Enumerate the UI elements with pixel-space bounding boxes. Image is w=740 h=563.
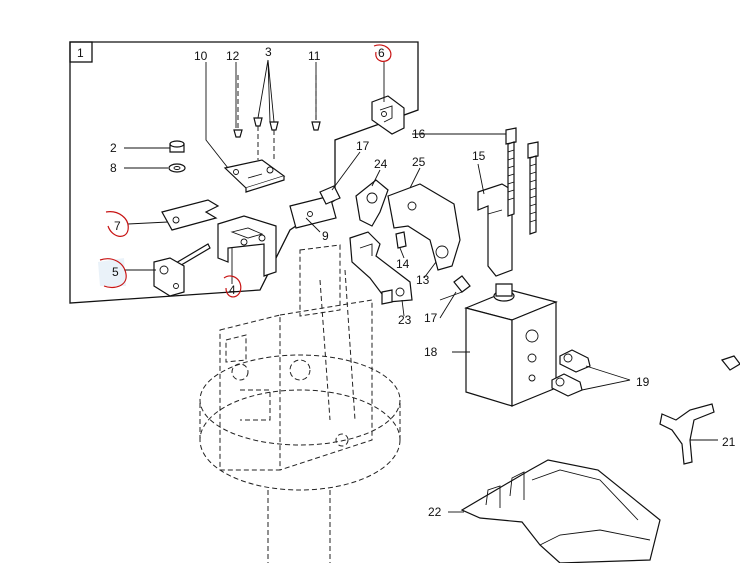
part-18-cylinder-block bbox=[464, 283, 558, 407]
part-6-block bbox=[371, 95, 405, 135]
part-23-bracket bbox=[349, 231, 413, 305]
callout-11: 11 bbox=[308, 49, 321, 63]
callout-3: 3 bbox=[265, 45, 272, 59]
callout-18: 18 bbox=[424, 345, 438, 359]
callout-13: 13 bbox=[416, 273, 430, 287]
callout-25: 25 bbox=[412, 155, 426, 169]
callout-17-upper: 17 bbox=[356, 139, 370, 153]
handwritten-markup bbox=[98, 44, 392, 298]
group-number-label: 1 bbox=[77, 46, 84, 60]
callout-12: 12 bbox=[226, 49, 240, 63]
part-9-plate bbox=[289, 195, 337, 229]
part-22-cover bbox=[460, 459, 661, 563]
callout-19: 19 bbox=[636, 375, 650, 389]
callout-8: 8 bbox=[110, 161, 117, 175]
part-16-long-bolts bbox=[505, 127, 539, 235]
part-5-shaft bbox=[153, 243, 211, 297]
callout-5: 5 bbox=[112, 265, 119, 279]
part-10-mount-plate bbox=[223, 159, 286, 193]
callout-6: 6 bbox=[378, 46, 385, 60]
machine-base-phantom bbox=[199, 244, 401, 563]
callout-4: 4 bbox=[229, 283, 236, 297]
callout-15: 15 bbox=[472, 149, 486, 163]
callout-24: 24 bbox=[374, 157, 388, 171]
callout-21: 21 bbox=[722, 435, 736, 449]
small-screws bbox=[233, 75, 321, 160]
callout-10: 10 bbox=[194, 49, 208, 63]
callout-22: 22 bbox=[428, 505, 442, 519]
callout-labels: 10 12 3 11 6 2 8 7 5 4 9 17 24 25 16 15 … bbox=[110, 45, 736, 519]
callout-14: 14 bbox=[396, 257, 410, 271]
part-2-8-screw-washer bbox=[168, 140, 186, 173]
part-17-pins bbox=[319, 185, 471, 301]
part-7-flat-plate bbox=[161, 199, 220, 231]
callout-7: 7 bbox=[114, 219, 121, 233]
part-24-25-linkage bbox=[355, 179, 461, 271]
callout-23: 23 bbox=[398, 313, 412, 327]
part-4-bracket bbox=[217, 215, 277, 277]
callout-9: 9 bbox=[322, 229, 329, 243]
callout-16: 16 bbox=[412, 127, 426, 141]
leader-lines bbox=[124, 59, 718, 513]
callout-2: 2 bbox=[110, 141, 117, 155]
callout-17-lower: 17 bbox=[424, 311, 438, 325]
part-15-guide-block bbox=[477, 183, 513, 277]
